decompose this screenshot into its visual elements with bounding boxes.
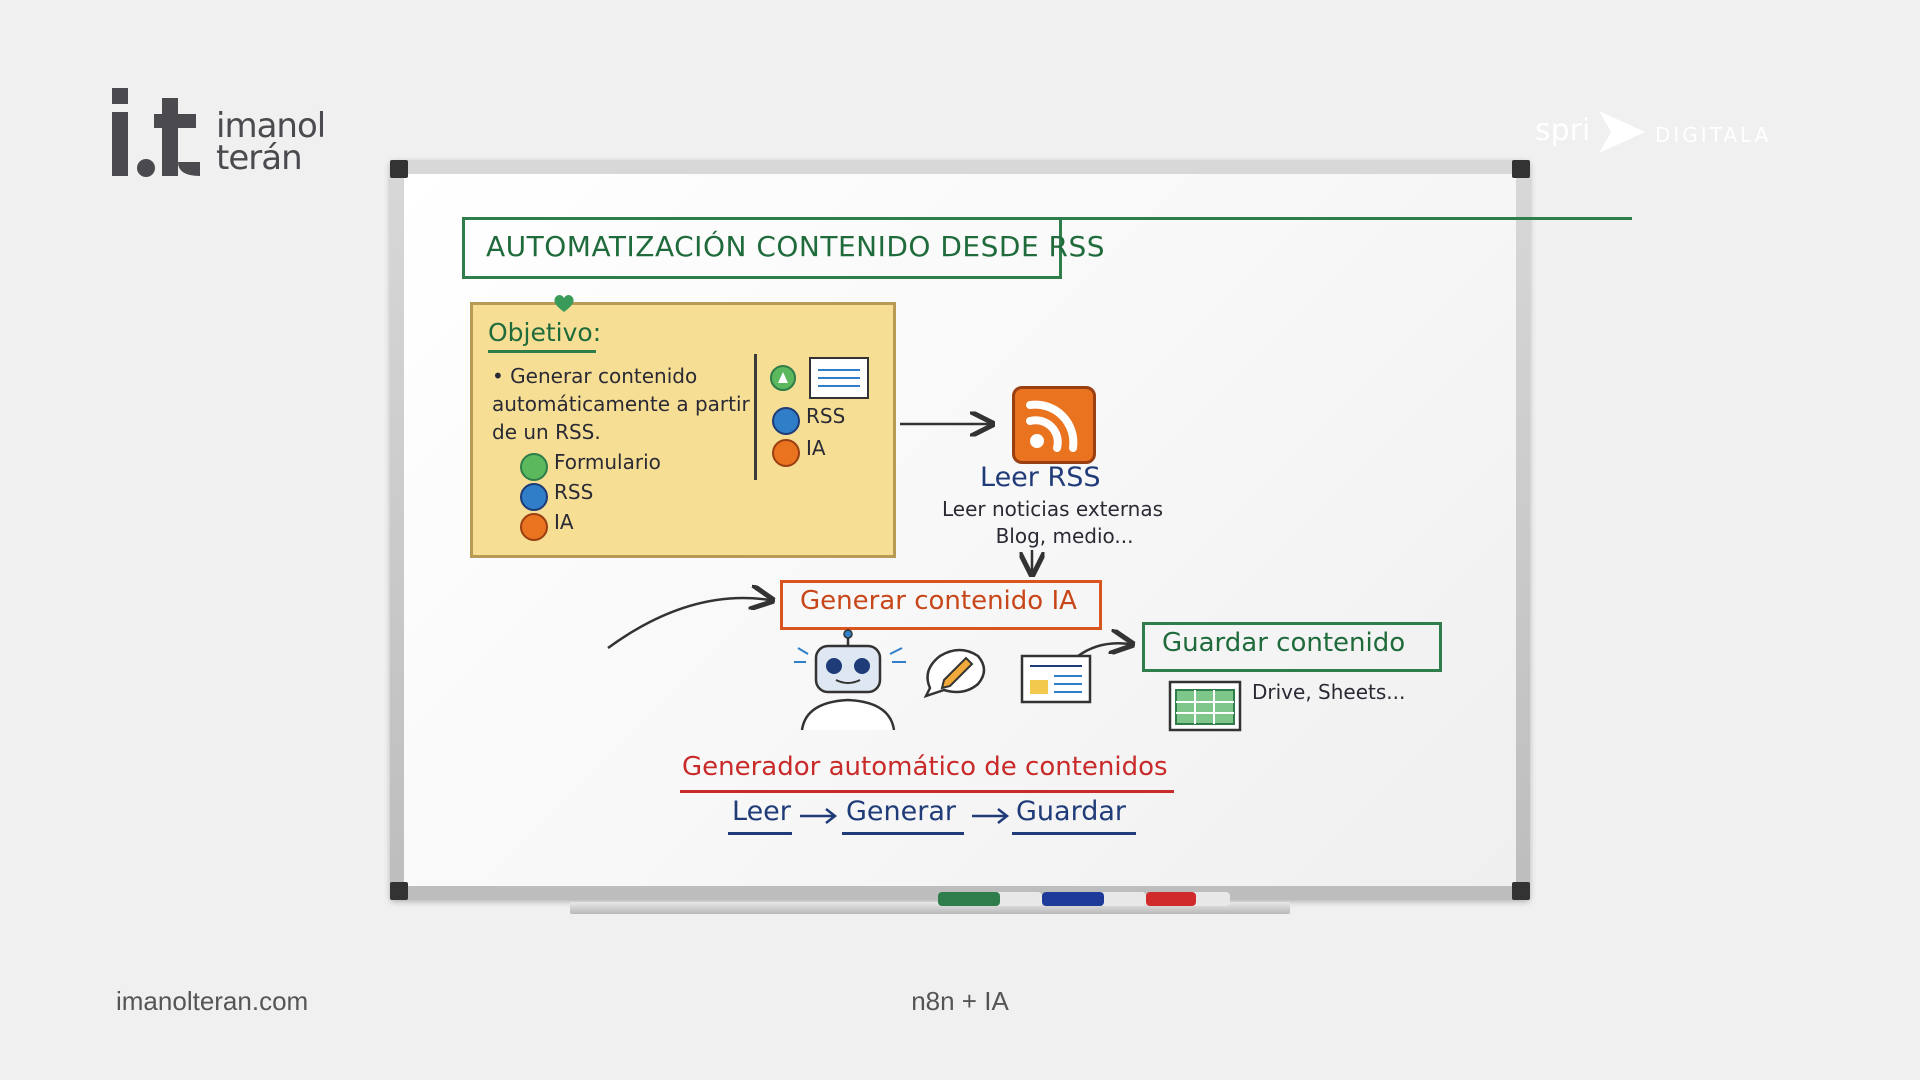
read-rss-title: Leer RSS: [980, 462, 1101, 493]
objective-underline: [488, 350, 596, 353]
logo-name-line1: imanol: [216, 106, 326, 146]
objective-bullet: • Generar contenido automáticamente a pa…: [492, 364, 750, 444]
summary-step-leer: Leer: [732, 796, 791, 827]
spri-wordmark: spri: [1535, 113, 1591, 148]
red-marker: [1146, 892, 1230, 906]
digitala-wordmark: DIGITALA: [1655, 123, 1772, 147]
read-rss-description: Leer noticias externas Blog, medio...: [942, 496, 1163, 550]
logo-name: imanol terán: [216, 106, 326, 178]
read-rss-line1: Leer noticias externas: [942, 497, 1164, 521]
website-link[interactable]: imanolteran.com: [116, 986, 309, 1016]
form-icon: [520, 453, 548, 481]
right-arrow-icon: [800, 808, 838, 824]
blue-marker: [1042, 892, 1146, 906]
save-destinations: Drive, Sheets...: [1252, 680, 1406, 704]
spri-arrow-icon: [1599, 111, 1645, 153]
arrow-article-to-save: [1077, 643, 1130, 658]
summary-title: Generador automático de contenidos: [682, 752, 1168, 782]
arrow-curve-to-generate: [607, 598, 770, 650]
frame-corner: [1512, 160, 1530, 178]
step-underline: [842, 832, 964, 835]
slide-topic: n8n + IA: [911, 986, 1009, 1016]
flow-arrows: [607, 160, 1530, 658]
it-logo-mark: [112, 88, 200, 177]
side-item-label: IA: [806, 436, 826, 460]
save-content-label: Guardar contenido: [1162, 628, 1406, 658]
summary-step-guardar: Guardar: [1016, 796, 1126, 827]
frame-corner: [1512, 882, 1530, 900]
whiteboard: AUTOMATIZACIÓN CONTENIDO DESDE RSS Objet…: [390, 160, 1632, 920]
objective-heading: Objetivo:: [488, 318, 602, 347]
generate-content-label: Generar contenido IA: [800, 586, 1077, 616]
objective-item-label: Formulario: [554, 450, 661, 474]
hashtag-icon: [520, 483, 548, 511]
step-underline: [1012, 832, 1136, 835]
title-extension-line: [1056, 217, 1632, 220]
diagram-title: AUTOMATIZACIÓN CONTENIDO DESDE RSS: [486, 230, 1106, 263]
ai-icon: [772, 439, 800, 467]
frame-corner: [390, 160, 408, 178]
step-underline: [728, 832, 792, 835]
objective-bullet-text: Generar contenido automáticamente a part…: [492, 364, 750, 444]
generate-content-box: [780, 580, 1102, 630]
article-icon: [1020, 654, 1092, 704]
objective-item-label: RSS: [554, 480, 594, 504]
imanol-teran-logo: imanol terán: [110, 88, 340, 183]
green-marker: [938, 892, 1042, 906]
frame-corner: [390, 882, 408, 900]
spreadsheet-icon: [1168, 680, 1242, 732]
summary-step-generar: Generar: [846, 796, 957, 827]
heart-pin-icon: [554, 295, 574, 312]
right-arrow-icon: [972, 808, 1010, 824]
note-divider: [754, 354, 757, 480]
objective-item-label: IA: [554, 510, 574, 534]
logo-name-line2: terán: [216, 138, 303, 178]
user-icon: [520, 513, 548, 541]
robot-icon: [794, 629, 906, 731]
save-content-box: [1142, 622, 1442, 672]
summary-underline: [680, 790, 1174, 793]
rss-feed-icon: [1012, 386, 1096, 464]
title-frame: [462, 217, 1062, 279]
pencil-speech-icon: [923, 648, 986, 698]
spri-digitala-logo: spri DIGITALA: [1535, 105, 1795, 165]
form-document-icon: [770, 357, 869, 399]
globe-icon: [772, 407, 800, 435]
side-item-label: RSS: [806, 404, 846, 428]
read-rss-line2: Blog, medio...: [995, 524, 1134, 548]
